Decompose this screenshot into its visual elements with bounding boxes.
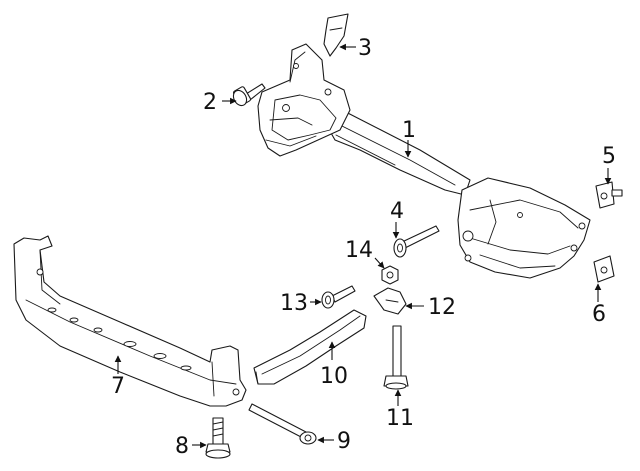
clip-part-6 — [593, 255, 615, 283]
callout-8: 8 — [175, 434, 189, 459]
callout-9: 9 — [337, 429, 351, 454]
bolt-part-4 — [393, 225, 440, 258]
callout-labels: 1 2 3 4 5 6 7 8 9 10 11 12 13 14 — [111, 36, 616, 459]
callout-6: 6 — [592, 302, 606, 327]
callout-14: 14 — [345, 238, 373, 263]
callout-12: 12 — [428, 295, 456, 320]
reinforcement-part-10 — [253, 309, 367, 385]
bracket-part-12 — [373, 287, 407, 315]
bolt-part-9 — [248, 403, 317, 445]
subframe-part — [257, 43, 591, 279]
callout-5: 5 — [602, 144, 616, 169]
callout-11: 11 — [386, 406, 414, 431]
callout-7: 7 — [111, 374, 125, 399]
stud-part-11 — [383, 325, 409, 390]
beam-part-7 — [13, 235, 247, 407]
bracket-part-3 — [323, 13, 349, 57]
leader-lines — [114, 43, 612, 449]
callout-4: 4 — [390, 199, 404, 224]
nut-part-14 — [381, 265, 399, 285]
callout-3: 3 — [358, 36, 372, 61]
callout-13: 13 — [280, 291, 308, 316]
bolt-part-2 — [232, 83, 266, 107]
callout-1: 1 — [402, 118, 416, 143]
clip-part-5 — [595, 181, 623, 209]
bolt-part-13 — [321, 285, 356, 309]
callout-2: 2 — [203, 90, 217, 115]
bolt-part-8 — [205, 417, 231, 459]
callout-10: 10 — [320, 364, 348, 389]
